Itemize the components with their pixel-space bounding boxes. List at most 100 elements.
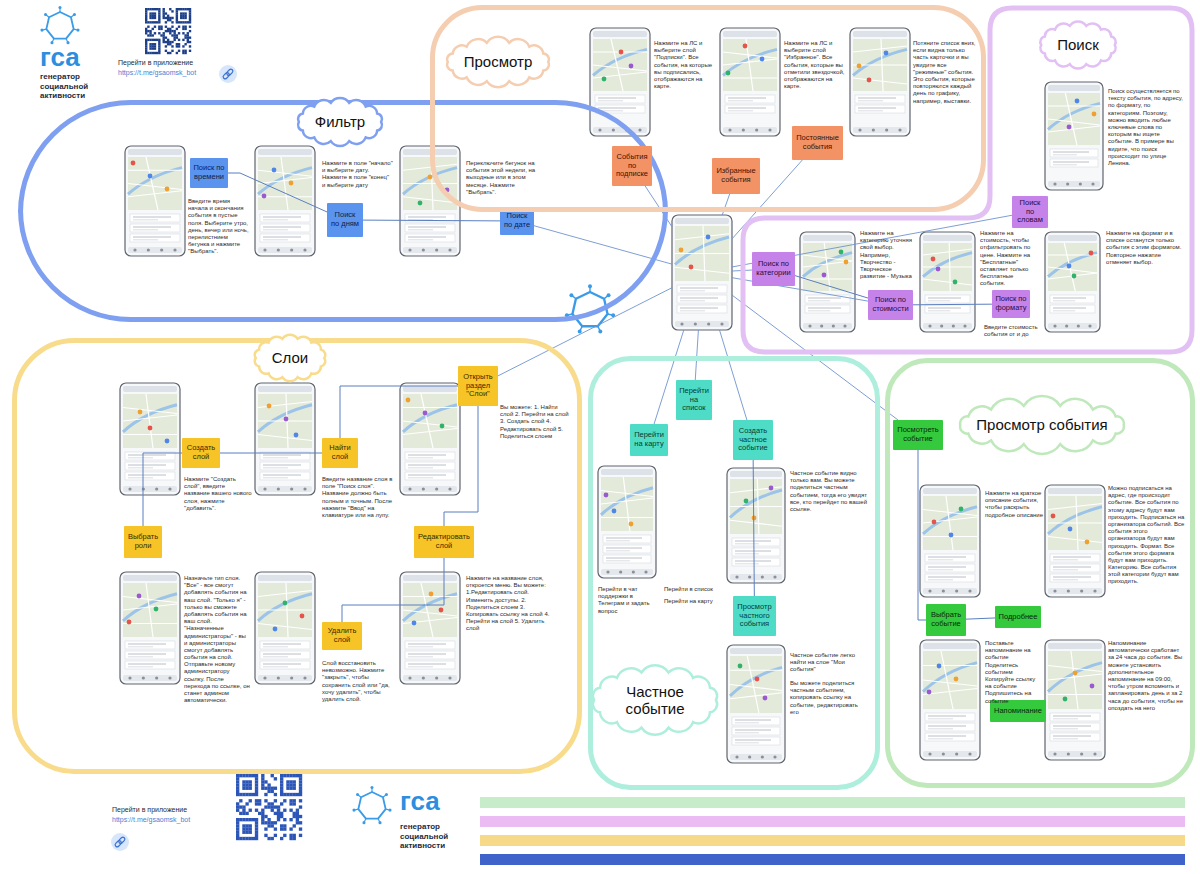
nav-icon [173,248,176,251]
qr-module [147,39,149,41]
phone-screenshot [120,383,180,495]
phone-screenshot [255,383,315,495]
qr-module [255,780,258,783]
card-line [1053,310,1075,311]
qr-module [296,793,299,796]
qr-module [145,45,147,47]
map-pin [294,433,299,438]
map-river [258,594,312,621]
qr-module [149,21,151,23]
card-line [735,722,759,723]
qr-module [154,47,156,49]
status-bar [1048,85,1100,91]
map-river [403,594,457,621]
sticky-label: Поиск по формату [992,290,1030,318]
nav-icon [277,487,280,490]
qr-module [176,45,178,47]
qr-module [163,12,165,14]
sticky-text: Редактировать слой [417,533,471,550]
card-line [128,654,166,655]
nav-bar [923,751,977,757]
qr-module [145,17,147,19]
qr-module [299,821,302,824]
card-line [263,656,288,657]
map-area [258,583,312,637]
region-outline [743,8,1192,352]
qr-module [245,812,248,815]
card-line [408,465,446,466]
qr-module [158,26,160,28]
map-street [946,496,953,550]
list-card [603,555,651,563]
list-card [732,538,780,546]
logo-dot [598,329,602,333]
card-line [735,563,759,564]
logo-dot [370,786,373,789]
nav-icon [422,248,425,251]
qr-module [169,8,171,10]
qr-module [264,834,267,837]
qr-module [152,15,154,17]
card-line [408,664,446,665]
qr-module [280,815,283,818]
card-line [408,644,446,645]
qr-module [280,802,283,805]
note-text: Введите время начала и окончания события… [188,198,250,256]
nav-icon [694,322,697,325]
qr-module [261,821,264,824]
list-card [805,295,850,303]
qr-module [176,10,178,12]
card-line [735,720,771,721]
nav-bar [128,247,182,253]
qr-module [152,12,154,14]
map-pin [418,201,423,206]
sticky-text: Поиск по стоимости [871,296,910,313]
qr-module [261,774,264,777]
phone-screenshot [590,28,650,136]
region-outline [15,341,580,772]
qr-module [189,36,191,38]
qr-module [299,790,302,793]
map-pin [165,439,170,444]
status-bar [723,31,777,37]
qr-module [289,802,292,805]
qr-module [274,793,277,796]
map-area [730,656,782,713]
qr-module [182,52,184,54]
qr-module [264,799,267,802]
qr-module [242,831,245,834]
qr-module [236,787,239,790]
sticky-label: Выбрать событие [926,604,966,636]
qr-module [149,52,151,54]
qr-module [299,834,302,837]
card-line [408,477,433,478]
qr-module [171,50,173,52]
nav-icon [942,752,945,755]
qr-module [169,28,171,30]
card-line [928,310,950,311]
qr-module [158,47,160,49]
hub-line [645,186,672,227]
logo-ring [358,792,385,819]
qr-module [267,805,270,808]
card-line [408,457,433,458]
card-line [928,726,966,727]
nav-icon [928,589,931,592]
map-pin [1090,684,1095,689]
qr-module [293,834,296,837]
card-line [808,298,841,299]
map-area [923,651,977,709]
qr-module [249,793,252,796]
qr-module [296,815,299,818]
qr-module [145,28,147,30]
qr-module [149,30,151,32]
card-line [728,100,753,101]
list-card [1050,554,1100,562]
map-street [258,609,312,610]
qr-module [169,43,171,45]
map-area [853,39,907,91]
sticky-label: Поиск по времени [190,158,228,188]
map-street [757,479,759,534]
card-line [408,654,446,655]
